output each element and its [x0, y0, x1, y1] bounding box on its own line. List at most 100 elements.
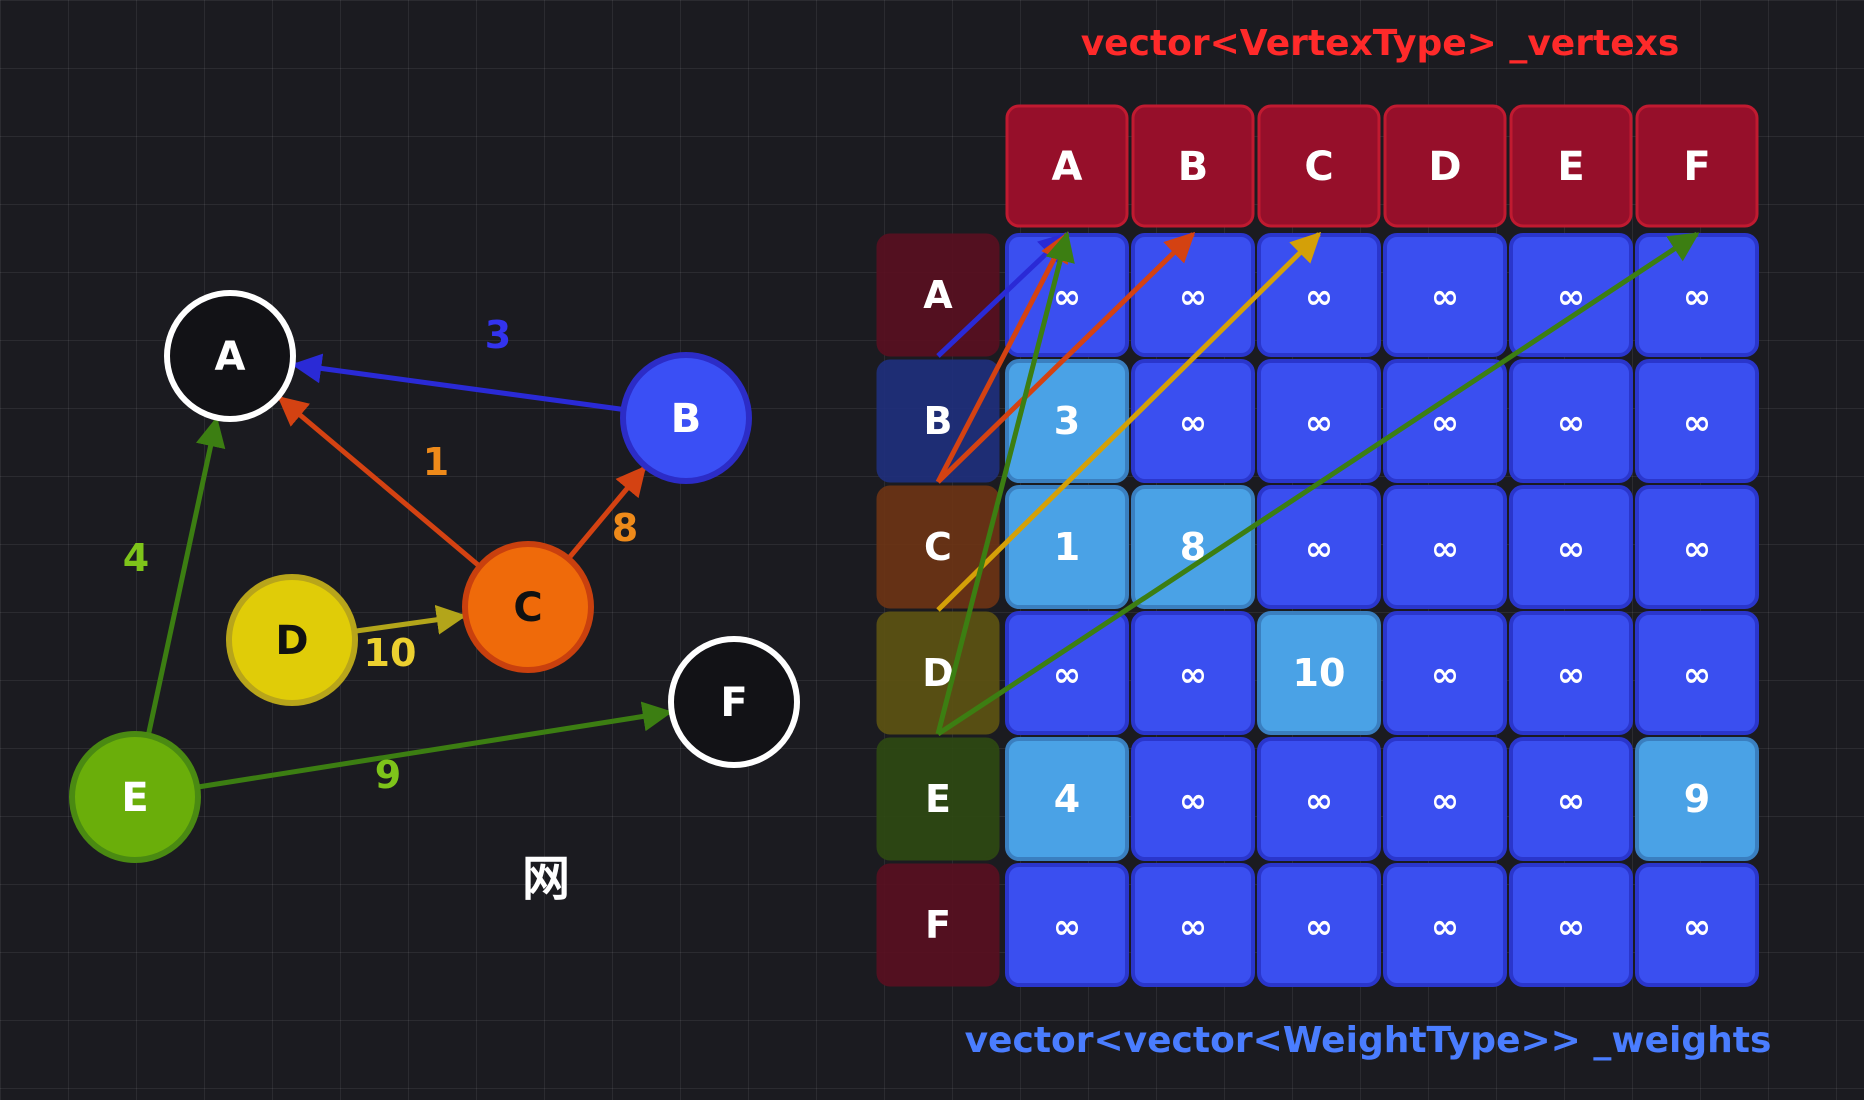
vertex-label: D: [1428, 144, 1461, 190]
vertex-cell: [1509, 104, 1633, 228]
edge-d-c: [354, 604, 467, 635]
graph-edges: 3 1 8 10 4 9: [123, 313, 673, 797]
vertex-label: F: [1683, 144, 1710, 190]
row-label: C: [924, 525, 952, 569]
edge-e-f: [196, 701, 673, 790]
weight-value: ∞: [1053, 907, 1081, 947]
weight-cell: [1005, 611, 1129, 735]
weights-label: vector<vector<WeightType>> _weights: [965, 1020, 1772, 1061]
weight-value: ∞: [1305, 403, 1333, 443]
weight-cell: [1509, 863, 1633, 987]
node-label: C: [513, 585, 542, 631]
weight-value: ∞: [1431, 781, 1459, 821]
weight-value: ∞: [1557, 781, 1585, 821]
weight-cell: [1635, 611, 1759, 735]
weight-value: ∞: [1557, 907, 1585, 947]
weight-value: ∞: [1683, 529, 1711, 569]
vertex-label: C: [1304, 144, 1333, 190]
weight-cell: [1257, 737, 1381, 861]
weight-cell: [1509, 233, 1633, 357]
weight-cell: [1635, 485, 1759, 609]
weight-cell: [1005, 485, 1129, 609]
matrix-arrow-e-a: [935, 231, 1075, 735]
weight-value: 10: [1293, 651, 1346, 695]
edge-weight-label: 9: [375, 753, 401, 797]
weight-value: ∞: [1179, 907, 1207, 947]
weight-value: ∞: [1431, 403, 1459, 443]
matrix-arrows: [935, 231, 1700, 737]
vertex-cell: [1131, 104, 1255, 228]
weight-cell: [1383, 233, 1507, 357]
edge-c-a: [277, 395, 482, 569]
weight-value: ∞: [1431, 907, 1459, 947]
weight-cell: [1383, 611, 1507, 735]
weight-value: ∞: [1179, 781, 1207, 821]
weight-value: ∞: [1683, 655, 1711, 695]
node-e: [69, 731, 201, 863]
node-label: D: [275, 618, 308, 664]
vertex-label: A: [1052, 144, 1083, 190]
weight-cell: [1383, 359, 1507, 483]
matrix-arrow-c-b: [936, 231, 1196, 484]
weight-value: ∞: [1053, 277, 1081, 317]
node-d: [226, 574, 358, 706]
weight-cell: [1131, 611, 1255, 735]
row-label: F: [925, 903, 951, 947]
weight-cell: [1509, 359, 1633, 483]
matrix-arrow-c-a: [935, 231, 1070, 484]
weight-cell: [1509, 611, 1633, 735]
weight-cell: [1383, 863, 1507, 987]
weight-cell: [1383, 737, 1507, 861]
weight-value: ∞: [1179, 655, 1207, 695]
weight-cell: [1131, 863, 1255, 987]
weight-value: ∞: [1683, 907, 1711, 947]
edge-c-b: [566, 465, 647, 561]
weight-cell: [1131, 485, 1255, 609]
vertex-label: B: [1178, 144, 1209, 190]
weight-value: ∞: [1305, 907, 1333, 947]
vertex-cell: [1383, 104, 1507, 228]
weight-cell: [1509, 737, 1633, 861]
weight-value: ∞: [1305, 529, 1333, 569]
graph-caption: 网: [522, 851, 570, 907]
weight-value: ∞: [1557, 529, 1585, 569]
weight-value: ∞: [1305, 277, 1333, 317]
weight-value: 4: [1054, 777, 1080, 821]
weight-value: ∞: [1305, 781, 1333, 821]
edge-weight-label: 4: [123, 536, 149, 580]
node-a: [164, 290, 296, 422]
vertex-cell: [1257, 104, 1381, 228]
weight-cell: [1257, 485, 1381, 609]
node-f: [668, 636, 800, 768]
node-label: E: [121, 775, 148, 821]
weight-value: ∞: [1431, 529, 1459, 569]
node-b: [620, 352, 752, 484]
row-header: [876, 737, 1000, 861]
weight-cell: [1005, 863, 1129, 987]
weight-cell: [1131, 737, 1255, 861]
weight-cell: [1635, 359, 1759, 483]
edge-weight-label: 3: [485, 313, 511, 357]
vertex-label: E: [1557, 144, 1584, 190]
weight-cell: [1383, 485, 1507, 609]
matrix-arrow-d-c: [936, 231, 1322, 612]
weight-value: 3: [1054, 399, 1080, 443]
weight-cell: [1635, 863, 1759, 987]
vertex-cell: [1005, 104, 1129, 228]
row-label: B: [924, 399, 953, 443]
matrix-arrow-e-f: [936, 231, 1700, 737]
node-label: B: [671, 396, 702, 442]
edge-weight-label: 1: [423, 440, 449, 484]
weight-value: ∞: [1431, 655, 1459, 695]
weight-cell: [1005, 737, 1129, 861]
edge-weight-label: 10: [364, 631, 417, 675]
edge-weight-label: 8: [612, 506, 638, 550]
weight-cell: [1257, 863, 1381, 987]
vertexs-label: vector<VertexType> _vertexs: [1081, 23, 1680, 64]
edge-e-a: [145, 416, 226, 736]
node-label: A: [215, 334, 246, 380]
vertex-cell: [1635, 104, 1759, 228]
weight-value: 9: [1684, 777, 1710, 821]
